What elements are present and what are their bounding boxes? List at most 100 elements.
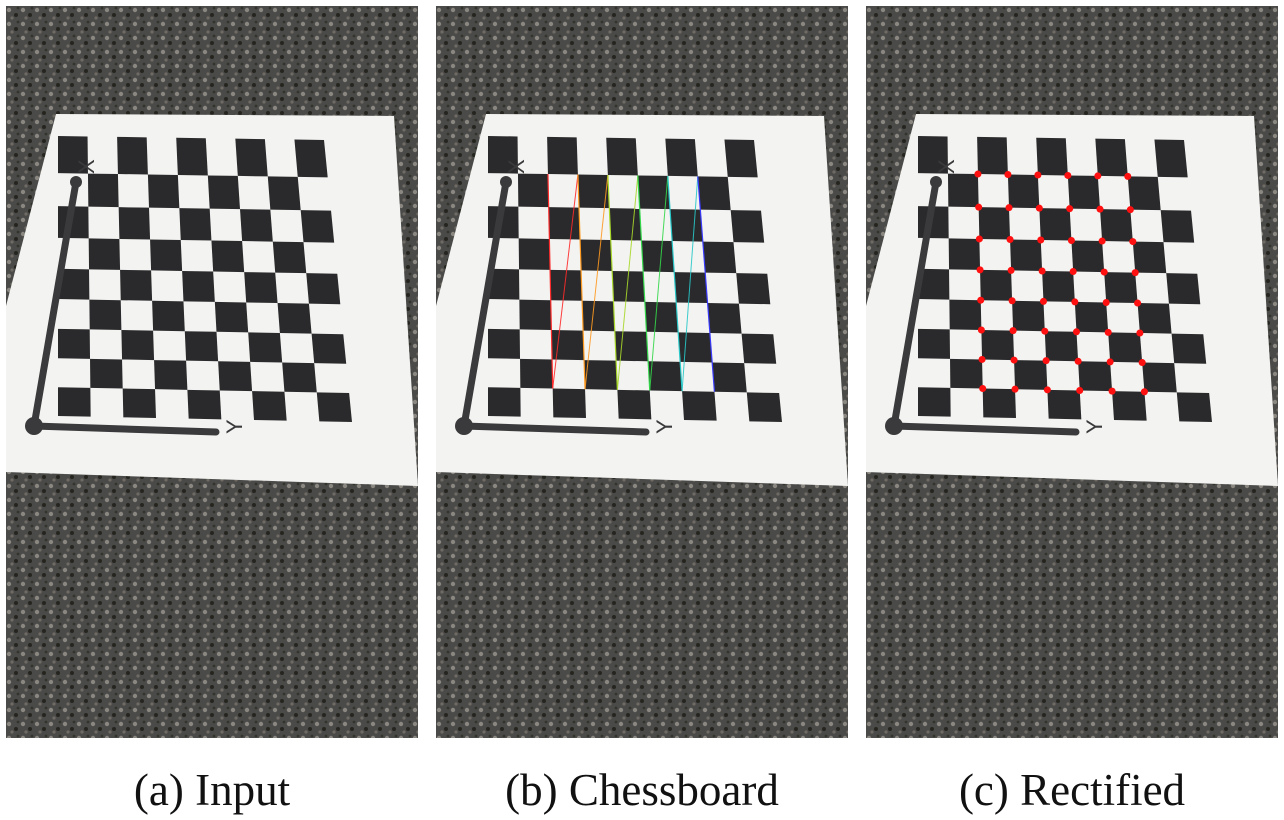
checker-square	[584, 360, 618, 390]
checker-square	[1108, 332, 1143, 363]
checker-square	[488, 136, 518, 174]
x-axis-end-dot	[500, 176, 512, 188]
checker-square	[1012, 300, 1045, 332]
checker-square	[252, 391, 287, 421]
corner-point	[979, 385, 987, 393]
corner-line	[667, 175, 683, 392]
checker-square	[187, 389, 222, 420]
corner-point	[1076, 386, 1084, 394]
corner-points	[974, 170, 1148, 396]
corner-line-connector	[616, 175, 639, 390]
checker-square	[580, 239, 613, 271]
checker-square	[88, 238, 121, 270]
corner-point	[1041, 327, 1049, 335]
checker-square	[218, 361, 253, 392]
checker-square	[551, 330, 585, 361]
corner-point	[1038, 267, 1046, 275]
checker-square	[184, 331, 219, 362]
checker-square	[682, 391, 717, 421]
checker-square	[488, 268, 520, 300]
checker-square	[267, 176, 301, 211]
corner-point	[1043, 386, 1051, 394]
checker-square	[1137, 303, 1172, 334]
checker-square	[678, 332, 713, 363]
checker-square	[1171, 333, 1207, 364]
checker-square	[282, 362, 317, 393]
checker-square	[577, 174, 610, 209]
checker-square	[950, 358, 983, 389]
checker-square	[214, 301, 249, 333]
x-axis-line	[890, 178, 940, 430]
checker-square	[147, 174, 180, 209]
checker-square	[648, 361, 683, 392]
caption-rectified: (c) Rectified	[958, 765, 1186, 815]
corner-point	[1034, 171, 1042, 179]
checker-square	[294, 139, 328, 178]
checker-square	[90, 358, 123, 389]
checker-square	[948, 238, 981, 270]
checker-square	[1112, 391, 1147, 421]
checker-square	[1176, 392, 1212, 422]
checker-square	[547, 136, 578, 175]
corner-point	[1007, 266, 1015, 274]
corner-point	[1134, 299, 1142, 307]
checker-square	[150, 239, 183, 271]
checker-square	[1047, 389, 1082, 420]
checkerboard	[58, 136, 352, 422]
checker-square	[637, 175, 671, 210]
checker-square	[981, 330, 1015, 361]
checker-square	[488, 387, 521, 417]
checker-square	[154, 360, 188, 390]
corner-point	[1126, 206, 1134, 214]
checker-square	[582, 300, 615, 332]
checker-square	[670, 209, 703, 242]
corner-point	[977, 296, 985, 304]
corner-point	[1069, 268, 1077, 276]
checker-square	[1036, 137, 1068, 176]
corner-point	[974, 170, 982, 178]
checker-square	[918, 136, 948, 174]
origin-dot	[885, 417, 903, 435]
checker-square	[548, 207, 581, 240]
checker-square	[1039, 208, 1072, 241]
checker-square	[949, 299, 982, 331]
checker-square	[1044, 331, 1079, 362]
checker-square	[519, 299, 552, 331]
corner-point	[1098, 237, 1106, 245]
y-axis-line	[890, 422, 1080, 436]
corner-point	[1037, 236, 1045, 244]
checker-square	[918, 328, 951, 359]
checker-square	[609, 208, 642, 241]
checker-square	[1142, 362, 1177, 393]
checker-square	[248, 332, 283, 363]
checker-square	[707, 303, 742, 334]
corner-point	[1100, 268, 1108, 276]
checker-square	[316, 392, 352, 422]
checker-square	[120, 269, 153, 301]
checker-square	[947, 173, 979, 208]
corner-point	[1039, 297, 1047, 305]
checker-square	[89, 299, 122, 331]
checker-square	[211, 240, 245, 273]
checker-square	[746, 392, 782, 422]
checker-square	[641, 240, 675, 273]
checkerboard	[918, 136, 1212, 422]
corner-point	[1108, 387, 1116, 395]
checker-square	[517, 173, 549, 208]
checker-square	[1010, 239, 1043, 271]
corner-point	[1138, 359, 1146, 367]
corner-point	[975, 203, 983, 211]
checker-square	[488, 328, 521, 359]
corner-point	[1006, 235, 1014, 243]
photo-chessboard: XY	[436, 6, 848, 738]
checker-square	[58, 268, 90, 300]
corner-point	[1071, 298, 1079, 306]
corner-point	[1131, 269, 1139, 277]
checker-square	[235, 138, 268, 177]
checker-square	[121, 330, 155, 361]
x-axis-line	[460, 178, 510, 430]
checker-square	[918, 268, 950, 300]
corner-point	[1005, 204, 1013, 212]
checker-square	[272, 241, 307, 274]
